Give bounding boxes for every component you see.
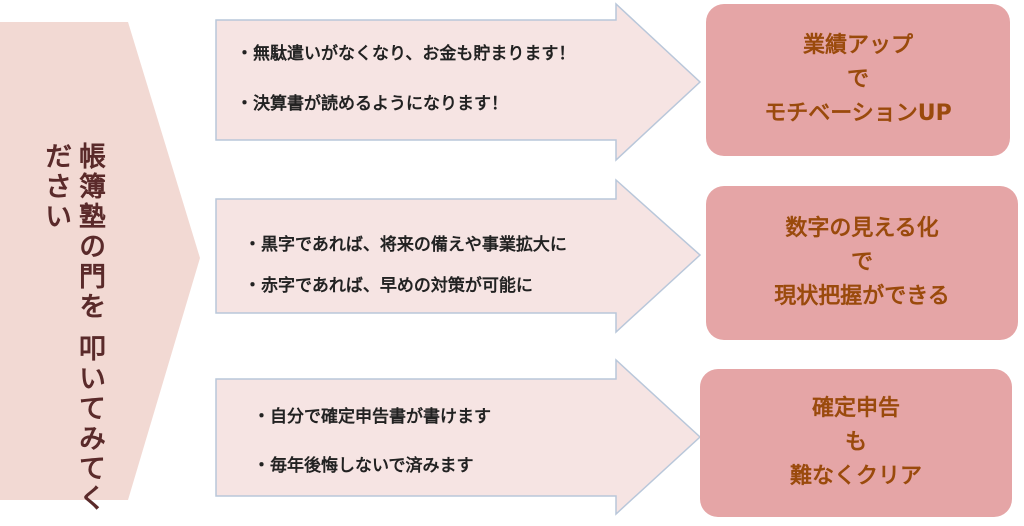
row-3-bullet-1: ・自分で確定申告書が書けます <box>253 407 491 427</box>
result-1-line-1: 業績アップ <box>802 33 913 58</box>
row-3-bullet-2: ・毎年後悔しないで済みます <box>253 456 474 476</box>
result-box-2: 数字の見える化 で 現状把握ができる <box>706 186 1018 340</box>
row-1-bullet-2: ・決算書が読めるようになります！ <box>236 94 508 114</box>
row-1-bullet-1: ・無駄遣いがなくなり、お金も貯まります！ <box>236 44 576 64</box>
arrow-row-3 <box>215 358 702 516</box>
result-2-line-2: で <box>850 250 873 275</box>
result-1-line-3: モチベーションUP <box>764 101 952 126</box>
result-2-line-1: 数字の見える化 <box>785 216 939 241</box>
row-2-bullet-1: ・黒字であれば、将来の備えや事業拡大に <box>244 235 567 255</box>
arrow-row-1 <box>215 2 702 162</box>
arrow-row-2 <box>215 178 702 334</box>
result-box-3: 確定申告 も 難なくクリア <box>700 369 1012 517</box>
result-3-line-3: 難なくクリア <box>789 464 922 489</box>
result-1-line-2: で <box>846 67 869 92</box>
result-2-line-3: 現状把握ができる <box>774 284 950 309</box>
left-chevron <box>0 22 200 500</box>
row-2-bullet-2: ・赤字であれば、早めの対策が可能に <box>244 276 533 296</box>
left-heading-line-2: 叩いてみてください <box>40 142 105 515</box>
left-heading-line-1: 帳簿塾の門を <box>74 142 105 322</box>
result-3-line-2: も <box>844 430 867 455</box>
result-3-line-1: 確定申告 <box>811 396 900 421</box>
result-box-1: 業績アップ で モチベーションUP <box>706 4 1010 156</box>
left-heading: 帳簿塾の門を 叩いてみてください <box>38 142 106 526</box>
